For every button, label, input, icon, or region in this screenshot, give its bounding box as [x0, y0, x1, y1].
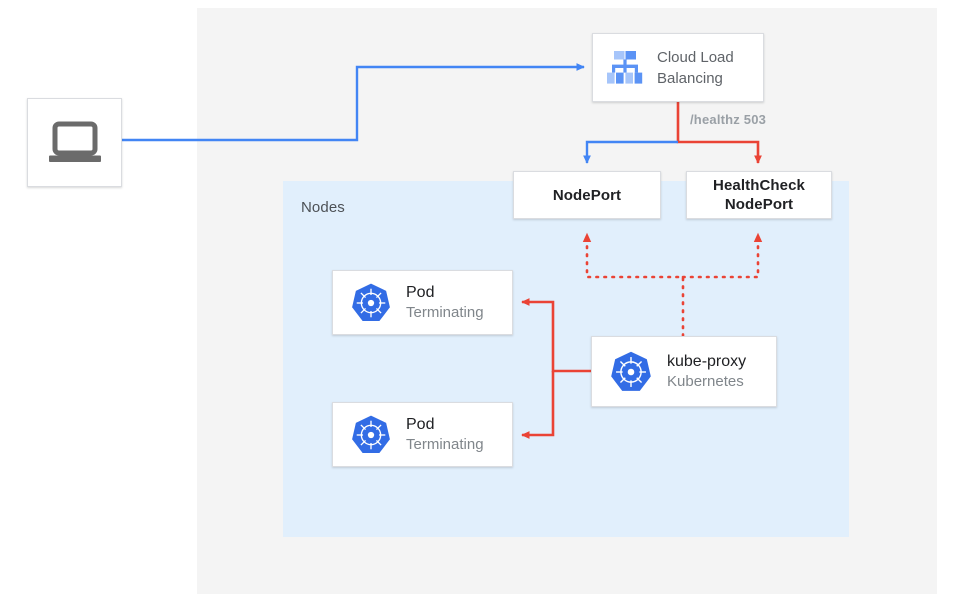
healthcheck-nodeport-label-line1: HealthCheck — [713, 177, 805, 194]
laptop-node[interactable] — [27, 98, 122, 187]
cloud-load-balancing-label-line1: Cloud Load — [657, 48, 734, 66]
healthz-edge-label: /healthz 503 — [690, 112, 767, 127]
cloud-load-balancing-label-line2: Balancing — [657, 69, 723, 87]
cloud-load-balancing-icon — [607, 50, 643, 84]
pod-title: Pod — [406, 415, 435, 433]
nodeport-label: NodePort — [552, 186, 622, 204]
kubernetes-icon — [352, 283, 390, 321]
healthcheck-nodeport-label: HealthCheck NodePort — [713, 176, 805, 214]
kube-proxy-text: kube-proxy Kubernetes — [667, 352, 746, 392]
pod-text: Pod Terminating — [406, 283, 484, 323]
healthcheck-nodeport-node[interactable]: HealthCheck NodePort — [686, 171, 832, 219]
nodeport-node[interactable]: NodePort — [513, 171, 661, 219]
kubernetes-icon — [611, 351, 651, 391]
laptop-icon — [48, 121, 101, 162]
pod-node[interactable]: Pod Terminating — [332, 402, 513, 467]
cloud-load-balancing-label: Cloud Load Balancing — [657, 47, 734, 89]
healthcheck-nodeport-label-line2: NodePort — [724, 196, 794, 213]
pod-status: Terminating — [406, 303, 484, 321]
pod-node[interactable]: Pod Terminating — [332, 270, 513, 335]
kube-proxy-subtitle: Kubernetes — [667, 372, 744, 390]
kube-proxy-node[interactable]: kube-proxy Kubernetes — [591, 336, 777, 407]
pod-text: Pod Terminating — [406, 415, 484, 455]
kube-proxy-title: kube-proxy — [667, 352, 747, 370]
pod-status: Terminating — [406, 435, 484, 453]
nodes-panel-label: Nodes — [301, 199, 345, 216]
pod-title: Pod — [406, 283, 435, 301]
cloud-load-balancing-node[interactable]: Cloud Load Balancing — [592, 33, 764, 102]
kubernetes-icon — [352, 415, 390, 453]
